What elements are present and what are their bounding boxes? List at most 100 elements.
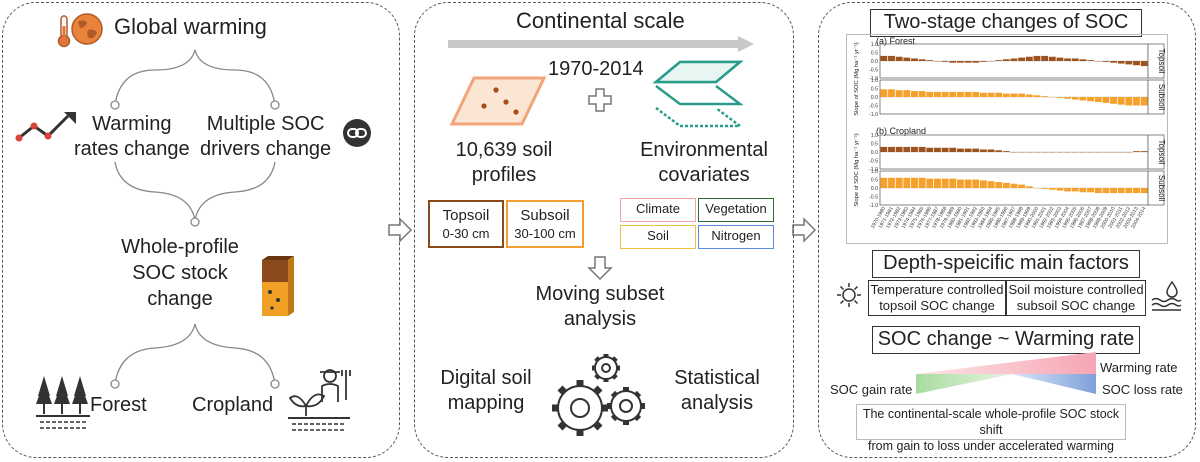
conclusion-line1: The continental-scale whole-profile SOC … (862, 407, 1120, 437)
bar (895, 90, 903, 97)
bar (1002, 93, 1010, 97)
topsoil-depth: 0-30 cm (442, 226, 490, 241)
warming-rate-label: Warming rate (1100, 360, 1178, 375)
env-line2: covariates (658, 164, 750, 186)
whole-line1: Whole-profile (121, 236, 239, 258)
bar (1102, 188, 1110, 194)
bar (1018, 93, 1026, 97)
bar (888, 89, 895, 97)
dsm-line2: mapping (447, 392, 525, 414)
bar (903, 90, 911, 97)
soil-profiles-label: 10,639 soil profiles (440, 138, 568, 188)
bar (926, 147, 934, 152)
y-tick-label: -0.5 (869, 159, 878, 165)
bar (1018, 57, 1026, 61)
bar (1041, 188, 1049, 189)
bar (1056, 57, 1064, 61)
y-tick-label: -1.0 (869, 203, 878, 209)
y-axis-label: Slope of SOC (Mg ha⁻¹ yr⁻¹) (854, 42, 860, 116)
bar (1025, 56, 1033, 61)
bar (926, 60, 934, 61)
climate-box: Climate (620, 198, 696, 222)
bar (1079, 188, 1087, 193)
bar (972, 148, 980, 152)
bar (1079, 97, 1087, 101)
drivers-change-label: Multiple SOC drivers change (200, 112, 331, 162)
bar (1002, 182, 1010, 188)
topsoil-label: Topsoil (442, 207, 490, 224)
bar (1071, 188, 1079, 192)
y-tick-label: 0.5 (871, 142, 878, 148)
gears-icon (552, 354, 645, 436)
bar (949, 147, 957, 152)
bar (1079, 59, 1087, 61)
bar (911, 58, 918, 61)
farmer-crop-icon (288, 369, 351, 431)
bar (1025, 186, 1033, 188)
y-tick-label: 0.5 (871, 178, 878, 184)
two-stage-title-box: Two-stage changes of SOC (870, 9, 1142, 37)
bar (956, 148, 964, 152)
bar (972, 61, 980, 63)
bar (1094, 188, 1102, 194)
bar (941, 61, 949, 62)
bar (1010, 183, 1018, 188)
warming-rates-line2: rates change (74, 138, 190, 160)
bar (964, 61, 972, 63)
bar (1064, 188, 1072, 192)
bar (949, 61, 957, 63)
moving-line1: Moving subset (535, 283, 665, 305)
bar (979, 92, 987, 97)
bar (956, 179, 964, 188)
bar (888, 177, 895, 188)
bar (1087, 97, 1094, 102)
layers-icon (652, 60, 744, 128)
bar (880, 146, 888, 152)
y-tick-label: -1.0 (869, 76, 878, 82)
depth-tag-label: Topsoil (1157, 140, 1166, 165)
y-tick-label: -1.0 (869, 112, 878, 118)
bar (934, 91, 941, 97)
years-label: 1970-2014 (548, 58, 644, 80)
moving-subset-label: Moving subset analysis (510, 282, 690, 332)
temperature-factor-box: Temperature controlled topsoil SOC chang… (868, 280, 1006, 316)
continental-scale-label: Continental scale (516, 8, 685, 33)
bar (926, 178, 934, 188)
depth-tag-label: Subsoil (1157, 84, 1166, 110)
bar (918, 59, 926, 61)
whole-profile-label: Whole-profile SOC stock change (92, 234, 268, 312)
bar (964, 179, 972, 188)
temp-line2: topsoil SOC change (879, 298, 995, 313)
bar (918, 177, 926, 188)
moist-line1: Soil moisture controlled (1008, 282, 1144, 297)
bar (995, 150, 1003, 152)
soil-core-icon (262, 256, 294, 316)
y-tick-label: -0.5 (869, 195, 878, 201)
drivers-line2: drivers change (200, 138, 332, 160)
depth-tag-label: Topsoil (1157, 49, 1166, 74)
merge-connector (114, 161, 276, 227)
y-tick-label: -0.5 (869, 104, 878, 110)
bar (1002, 59, 1010, 61)
bar (926, 91, 934, 97)
bar (1125, 188, 1133, 194)
bar (987, 181, 995, 188)
warming-rates-line1: Warming (92, 113, 172, 135)
bar (1140, 97, 1148, 106)
subsoil-box: Subsoil 30-100 cm (506, 200, 584, 248)
forest-label: Forest (90, 394, 147, 416)
two-stage-title: Two-stage changes of SOC (883, 11, 1129, 33)
split-connector-bottom (110, 323, 280, 389)
digital-soil-mapping-label: Digital soil mapping (430, 366, 542, 416)
bar (1102, 61, 1110, 62)
bar (979, 149, 987, 152)
bar (1002, 151, 1010, 152)
subsoil-label: Subsoil (520, 207, 570, 224)
y-tick-label: 0.0 (871, 186, 878, 192)
bar (972, 179, 980, 188)
stat-line2: analysis (680, 392, 754, 414)
y-tick-label: 1.0 (871, 169, 878, 175)
nitrogen-label: Nitrogen (711, 228, 761, 243)
depth-tag-box (1147, 170, 1165, 206)
depth-title-box: Depth-speicific main factors (872, 250, 1140, 278)
